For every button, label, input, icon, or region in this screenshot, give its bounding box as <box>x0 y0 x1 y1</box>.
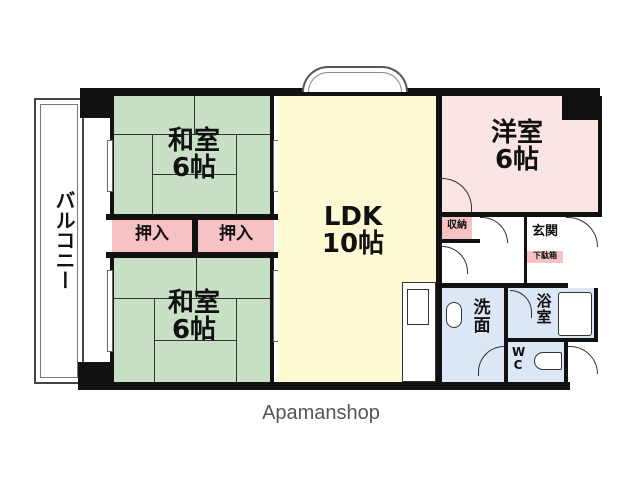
getabako: 下駄箱 <box>527 251 563 263</box>
door-youshitsu <box>442 178 472 212</box>
oshiire-left-label: 押入 <box>135 224 169 244</box>
door-ldk <box>442 246 468 274</box>
washitsu-top: 和室 6帖 <box>110 96 274 214</box>
wc: WC <box>508 342 564 382</box>
washitsu-top-label: 和室 6帖 <box>144 126 244 184</box>
window-washitsu-bottom-left <box>107 270 113 352</box>
balcony-label: バルコニー <box>52 190 76 290</box>
genkan-label: 玄関 <box>531 224 558 239</box>
door-wc <box>478 346 504 376</box>
ldk-label: LDK 10帖 <box>298 202 408 260</box>
oshiire-right: 押入 <box>198 220 274 252</box>
door-bath <box>510 290 532 318</box>
youshitsu: 洋室 6帖 <box>442 96 598 212</box>
brand-logo: Apamanshop <box>262 402 380 424</box>
youshitsu-label: 洋室 6帖 <box>462 118 572 176</box>
window-washitsu-top-left <box>107 140 113 192</box>
room-name: 洋室 <box>490 118 543 148</box>
wc-label: WC <box>512 345 526 372</box>
room-size: 10帖 <box>321 229 385 260</box>
senmen: 洗面 <box>442 288 504 382</box>
ldk: LDK 10帖 <box>278 96 436 382</box>
room-name: LDK <box>323 202 383 232</box>
shuno: 収納 <box>442 217 472 239</box>
shuno-label: 収納 <box>447 220 467 231</box>
outer-wall-top <box>80 88 600 96</box>
senmen-label: 洗面 <box>473 298 491 336</box>
balcony: バルコニー <box>34 98 84 384</box>
oshiire-left: 押入 <box>112 220 192 252</box>
toilet <box>534 352 562 370</box>
room-size: 6帖 <box>171 153 217 184</box>
room-name: 和室 <box>167 288 220 318</box>
room-name: 和室 <box>167 126 220 156</box>
kitchen-counter <box>402 282 436 382</box>
room-size: 6帖 <box>171 315 217 346</box>
room-size: 6帖 <box>494 145 540 176</box>
door-outer <box>568 346 598 374</box>
washbasin <box>446 302 462 328</box>
genkan: 玄関 <box>527 217 563 251</box>
kitchen-sink <box>407 289 429 325</box>
washitsu-bottom: 和室 6帖 <box>110 258 274 382</box>
corner-block-tl <box>80 88 110 118</box>
washitsu-bottom-label: 和室 6帖 <box>144 288 244 346</box>
entrance-door <box>566 217 598 247</box>
oshiire-right-label: 押入 <box>219 224 253 244</box>
corner-block-bl <box>78 362 110 390</box>
bathtub <box>558 292 592 336</box>
door-shuno <box>480 217 508 243</box>
getabako-label: 下駄箱 <box>533 251 557 260</box>
outer-wall-bottom <box>80 382 570 390</box>
bay-window <box>302 66 408 92</box>
yokushitsu: 浴室 <box>508 288 594 338</box>
yokushitsu-label: 浴室 <box>536 292 552 326</box>
